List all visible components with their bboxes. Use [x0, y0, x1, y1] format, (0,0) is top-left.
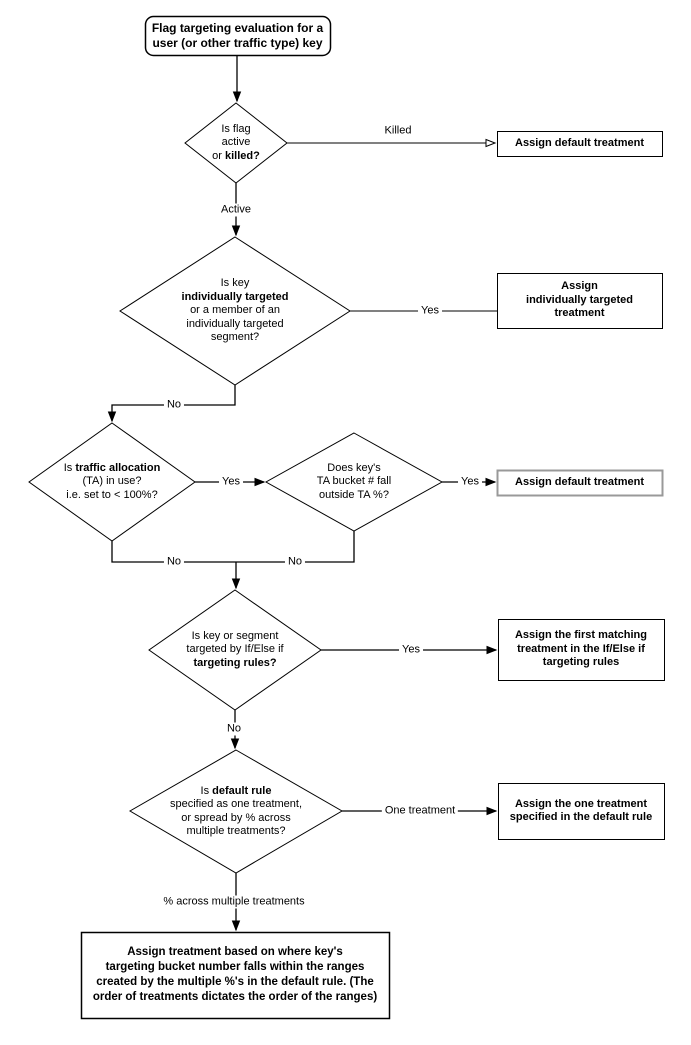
edge-label-no-bucket: No	[284, 555, 306, 569]
decision-ta-bucket-shape	[264, 432, 444, 532]
edge-label-no-ta: No	[163, 555, 185, 569]
assign-individual-shape	[497, 273, 663, 329]
decision-individually-targeted-shape	[119, 236, 351, 386]
assign-by-ranges-shape	[80, 931, 391, 1020]
decision-targeting-rules-shape	[148, 589, 322, 711]
edge-label-active: Active	[218, 203, 254, 217]
edge-label-one-treatment: One treatment	[381, 804, 459, 818]
decision-flag-active-shape	[184, 102, 288, 184]
edge-label-killed: Killed	[381, 124, 415, 138]
start-node-shape	[144, 15, 332, 57]
edge-label-yes-individual: Yes	[418, 304, 442, 318]
edge-label-no-individual: No	[163, 398, 185, 412]
decision-default-rule-shape	[129, 749, 343, 874]
edge-label-pct-multiple: % across multiple treatments	[160, 895, 308, 909]
edge-label-yes-rules: Yes	[399, 643, 423, 657]
assign-one-treatment-shape	[498, 783, 665, 840]
assign-default-2-shape	[496, 469, 664, 497]
assign-default-1-shape	[497, 131, 663, 157]
edge-label-yes-ta: Yes	[219, 475, 243, 489]
edge-no-ta	[111, 541, 236, 563]
decision-traffic-allocation-shape	[28, 422, 196, 542]
assign-first-matching-shape	[498, 619, 665, 681]
edge-label-no-rules: No	[223, 722, 245, 736]
edge-no-bucket	[236, 531, 355, 563]
edge-label-yes-bucket: Yes	[458, 475, 482, 489]
